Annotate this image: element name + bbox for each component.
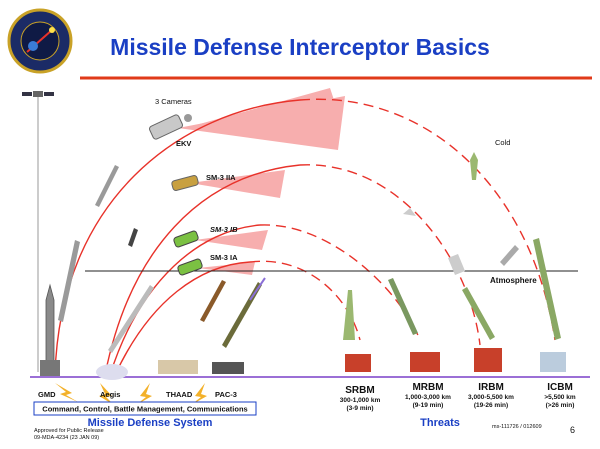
icbm-trajectory [299,98,556,341]
mrbm-time: (9-19 min) [413,402,444,409]
sm3-iia-icon [171,174,199,192]
threat-labels: SRBM 300-1,000 km (3-9 min) MRBM 1,000-3… [340,382,576,412]
irbm-name: IRBM [478,382,504,393]
satellite-icon [22,91,54,372]
mda-seal [7,8,73,74]
sm3-ia-trajectory [114,261,251,376]
trajectories [54,98,556,376]
threats-label: Threats [420,417,460,429]
atmosphere-label: Atmosphere [490,276,537,285]
reference-number: ms-111726 / 012609 [492,424,542,430]
srbm-range: 300-1,000 km [340,397,381,404]
ground-assets [40,348,566,380]
irbm-trajectory [299,164,481,346]
cold-label: Cold [495,138,510,147]
cameras-label: 3 Cameras [155,97,192,106]
sm3-ia-label: SM-3 IA [210,253,238,262]
aegis-label: Aegis [100,390,120,399]
srbm-time: (3-9 min) [346,405,373,412]
sensor-cones [178,88,345,275]
page-number: 6 [570,425,575,435]
icbm-range: >5,500 km [544,394,575,401]
comms-bolts [55,383,207,405]
approval-line-2: 09-MDA-4234 (23 JAN 09) [34,435,99,441]
mrbm-name: MRBM [412,382,443,393]
c2bmc-box [33,401,257,416]
threat-missiles [343,152,561,340]
irbm-time: (19-26 min) [474,402,508,409]
approval-line-1: Approved for Public Release [34,428,104,434]
sm3-ib-icon [173,230,199,248]
c2bmc-label: Command, Control, Battle Management, Com… [42,405,247,414]
mds-label: Missile Defense System [88,417,213,429]
sm3-ib-trajectory [109,224,261,376]
sm3-ib-label: SM-3 IB [210,225,238,234]
sm3-iia-trajectory [104,164,301,376]
gmd-booster-icon [45,165,119,371]
pac3-label: PAC-3 [215,390,237,399]
sm3-iia-label: SM-3 IIA [206,173,236,182]
page-title: Missile Defense Interceptor Basics [110,34,490,60]
icbm-time: (>26 min) [546,402,575,409]
sm3-ia-icon [177,258,203,276]
interceptor-missiles [108,228,266,353]
srbm-name: SRBM [345,385,374,396]
gmd-label: GMD [38,390,56,399]
irbm-range: 3,000-5,500 km [468,394,514,401]
icbm-name: ICBM [547,382,573,393]
ekv-label: EKV [176,139,191,148]
thaad-label: THAAD [166,390,193,399]
srbm-trajectory [249,260,361,341]
mrbm-trajectory [259,224,421,341]
mrbm-range: 1,000-3,000 km [405,394,451,401]
ekv-icon [149,114,192,140]
